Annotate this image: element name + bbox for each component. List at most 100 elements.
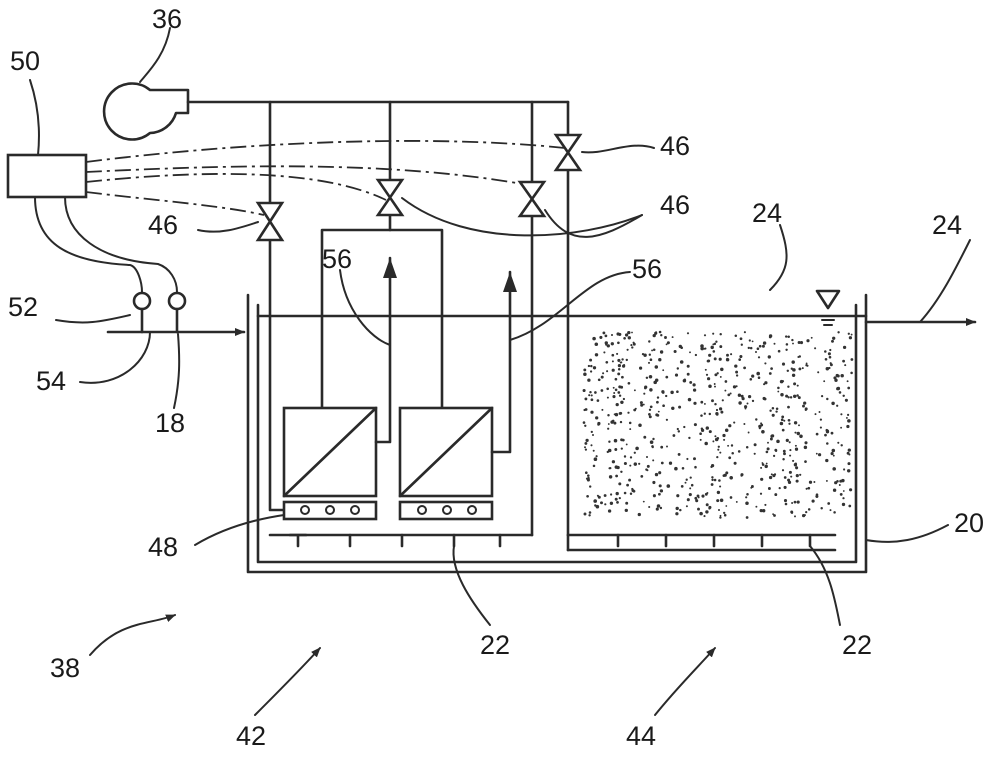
sludge-particle [804, 514, 806, 517]
sludge-particle [719, 485, 722, 488]
sludge-particle [807, 508, 811, 511]
sludge-particle [788, 470, 792, 474]
sludge-particle [798, 367, 802, 371]
sludge-particle [724, 389, 727, 392]
sludge-particle [611, 368, 615, 372]
sludge-particle [842, 345, 847, 350]
sludge-particle [790, 511, 794, 514]
sludge-particle [714, 435, 717, 438]
sludge-particle [770, 367, 773, 370]
sludge-particle [792, 394, 797, 399]
sludge-particle [827, 502, 831, 505]
sludge-particle [656, 396, 660, 399]
sludge-particle [662, 369, 665, 372]
sludge-particle [651, 446, 654, 449]
sludge-particle [830, 452, 834, 456]
sludge-particle [807, 486, 811, 490]
sludge-particle [625, 501, 629, 505]
sludge-particle [757, 356, 761, 359]
sludge-particle [658, 330, 662, 334]
sludge-particle [795, 474, 799, 478]
sludge-particle [705, 510, 709, 514]
sludge-particle [586, 494, 589, 498]
sludge-particle [770, 473, 773, 476]
sludge-particle [620, 447, 623, 450]
sludge-particle [627, 330, 631, 335]
sludge-particle [792, 342, 794, 345]
sludge-particle [658, 471, 662, 475]
sludge-particle [618, 482, 622, 486]
sludge-particle [797, 396, 801, 400]
sludge-particle [584, 424, 587, 427]
sludge-particle [823, 380, 826, 383]
sludge-particle [759, 508, 763, 513]
sludge-particle [649, 388, 653, 392]
sludge-particle [761, 430, 765, 434]
sludge-particle [836, 404, 839, 407]
sludge-particle [587, 364, 591, 368]
sludge-particle [716, 455, 719, 459]
sludge-particle [658, 358, 662, 362]
sludge-particle [825, 366, 830, 371]
sludge-particle [619, 411, 623, 415]
sludge-particle [847, 462, 851, 466]
label-46-right: 46 [660, 131, 690, 161]
sludge-particle [659, 506, 663, 510]
sludge-particle [583, 372, 587, 377]
sludge-particle [632, 342, 636, 346]
sludge-particle [727, 444, 730, 447]
sludge-particle [728, 424, 732, 428]
sludge-particle [794, 444, 797, 447]
sludge-particle [746, 402, 749, 405]
sludge-particle [726, 353, 729, 357]
sludge-particle [723, 438, 726, 441]
sludge-particle [738, 401, 742, 405]
sludge-particle [695, 499, 699, 503]
sludge-particle [618, 394, 622, 397]
sludge-particle [783, 452, 786, 456]
blower [102, 82, 190, 141]
diffuser-module-right [398, 500, 494, 521]
sludge-particle [723, 513, 727, 517]
sludge-particle [646, 464, 650, 468]
sludge-particle [826, 442, 829, 445]
sludge-particle [611, 360, 614, 363]
sludge-particle [761, 463, 765, 466]
sludge-particle [590, 430, 593, 434]
sludge-particle [689, 380, 693, 384]
sludge-particle [774, 493, 778, 497]
sludge-particle [703, 515, 706, 518]
sludge-particle [600, 389, 604, 392]
sludge-particle [666, 484, 671, 488]
sludge-particle [613, 392, 616, 394]
sludge-particle [719, 375, 722, 378]
sludge-particle [840, 426, 843, 429]
label-36: 36 [152, 4, 182, 34]
sludge-particle [617, 391, 621, 394]
sludge-particle [631, 489, 635, 493]
sludge-particle [606, 450, 610, 454]
sludge-particle [755, 418, 758, 421]
sludge-particle [751, 374, 755, 378]
sludge-particle [832, 336, 836, 340]
sludge-particle [582, 421, 586, 424]
sludge-particle [640, 403, 644, 407]
sludge-particle [779, 421, 784, 426]
sludge-particle [626, 348, 629, 351]
sludge-particle [668, 461, 673, 465]
sludge-particle [747, 431, 750, 434]
sludge-particle [704, 441, 708, 446]
sludge-particle [622, 397, 626, 401]
sludge-particle [584, 397, 588, 401]
sludge-particle [716, 372, 719, 375]
sludge-particle [589, 390, 592, 394]
sludge-particle [771, 407, 775, 410]
sludge-particle [744, 405, 748, 409]
sludge-particle [604, 334, 608, 338]
sludge-particle [793, 382, 797, 386]
sludge-particle [751, 399, 755, 403]
sludge-particle [688, 493, 692, 497]
sludge-particle [740, 474, 743, 477]
sludge-particle [614, 412, 619, 417]
sludge-particle [682, 378, 687, 383]
